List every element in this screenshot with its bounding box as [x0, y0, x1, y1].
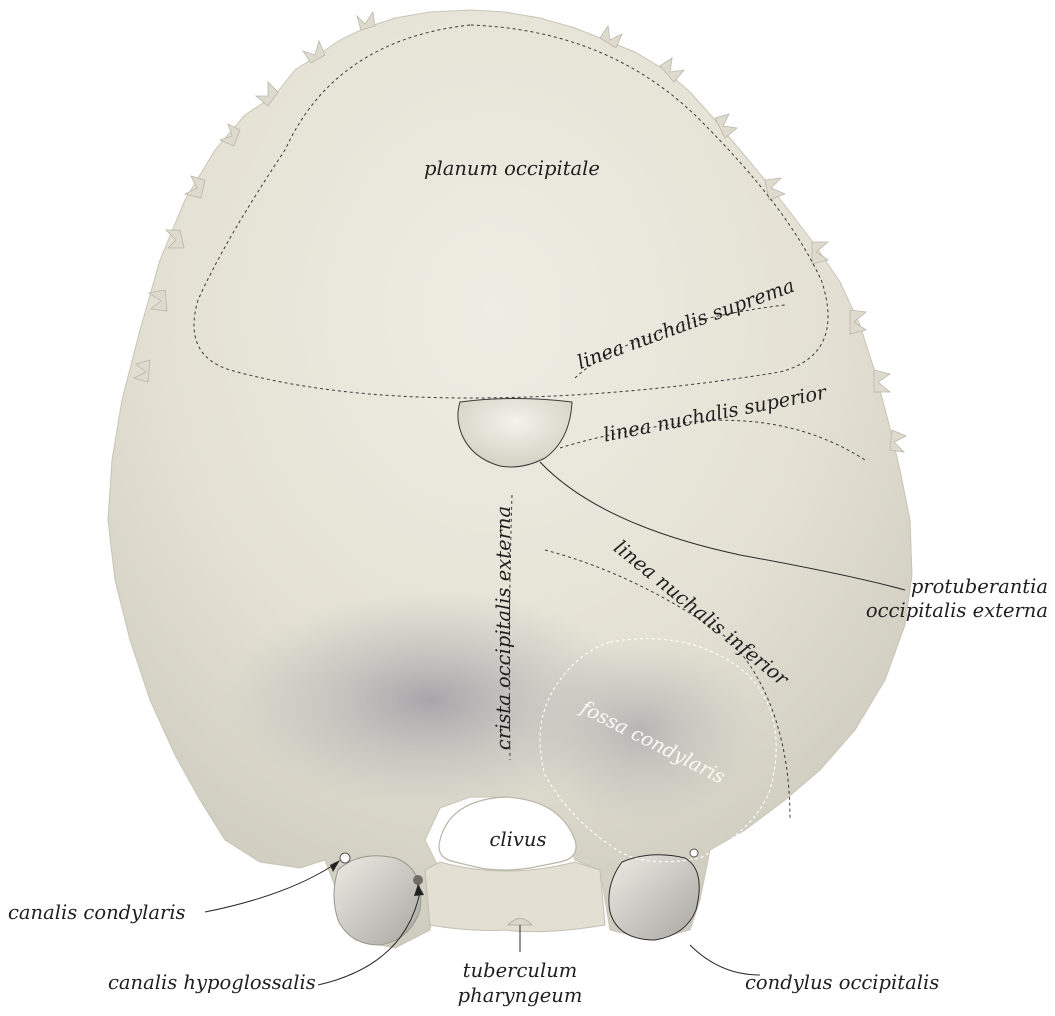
label-tuberculum-line2: pharyngeum — [458, 984, 583, 1007]
label-protuberantia-line2: occipitalis externa — [866, 599, 1048, 622]
canalis-condylaris-opening — [340, 853, 350, 863]
bone-body — [108, 10, 912, 948]
label-canalis-hypoglossalis: canalis hypoglossalis — [108, 971, 316, 994]
label-canalis-condylaris: canalis condylaris — [8, 901, 186, 924]
label-tuberculum-line1: tuberculum — [463, 959, 578, 982]
label-clivus: clivus — [490, 828, 547, 851]
condylus-occipitalis-left — [334, 856, 421, 945]
canalis-hypoglossalis-opening — [413, 875, 423, 885]
canalis-condylaris-opening-right — [690, 849, 698, 857]
canalis-condylaris-leader — [205, 862, 338, 912]
label-planum-occipitale: planum occipitale — [424, 157, 600, 180]
label-protuberantia-line1: protuberantia — [911, 575, 1048, 598]
label-crista-occipitalis-externa: crista occipitalis externa — [492, 506, 515, 750]
label-condylus-occipitalis: condylus occipitalis — [745, 971, 939, 994]
